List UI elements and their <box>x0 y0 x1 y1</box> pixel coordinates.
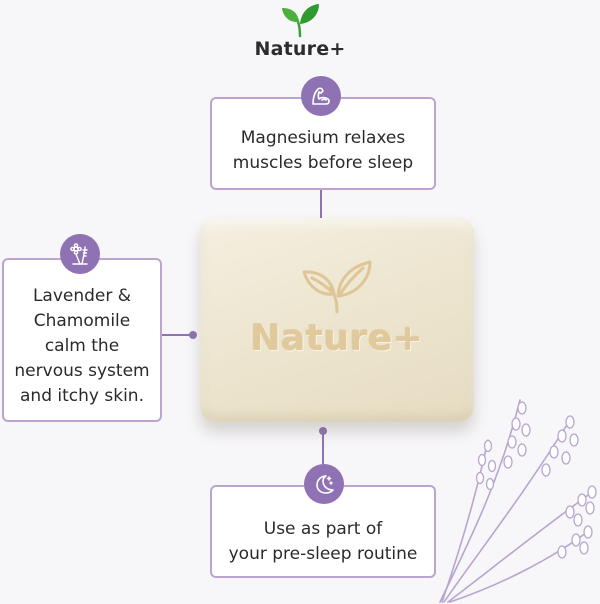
soap-bar-image: Nature+ <box>200 218 474 422</box>
badge-magnesium <box>301 76 341 116</box>
lavender-illustration <box>439 399 597 603</box>
connector-bottom <box>322 432 324 464</box>
connector-dot-left <box>189 331 197 339</box>
badge-lavender <box>60 234 100 274</box>
leaf-icon <box>282 4 319 38</box>
benefit-card-text: Magnesium relaxes muscles before sleep <box>232 127 414 173</box>
brand-name: Nature+ <box>254 38 346 60</box>
flexed-arm-icon <box>312 87 330 105</box>
connector-left <box>162 334 192 336</box>
soap-leaf-icon <box>302 260 372 314</box>
benefit-card-text: Lavender & Chamomile calm the nervous sy… <box>14 285 150 406</box>
moon-stars-icon <box>316 475 334 494</box>
benefit-card-text: Use as part of your pre-sleep routine <box>228 518 418 564</box>
flower-icon <box>70 243 88 265</box>
soap-brand-text: Nature+ <box>250 318 424 359</box>
connector-top <box>320 190 322 224</box>
connector-dot-bottom <box>319 427 327 435</box>
badge-routine <box>304 464 344 504</box>
brand-header: Nature+ <box>240 0 360 60</box>
benefit-card-lavender: Lavender & Chamomile calm the nervous sy… <box>2 258 162 422</box>
